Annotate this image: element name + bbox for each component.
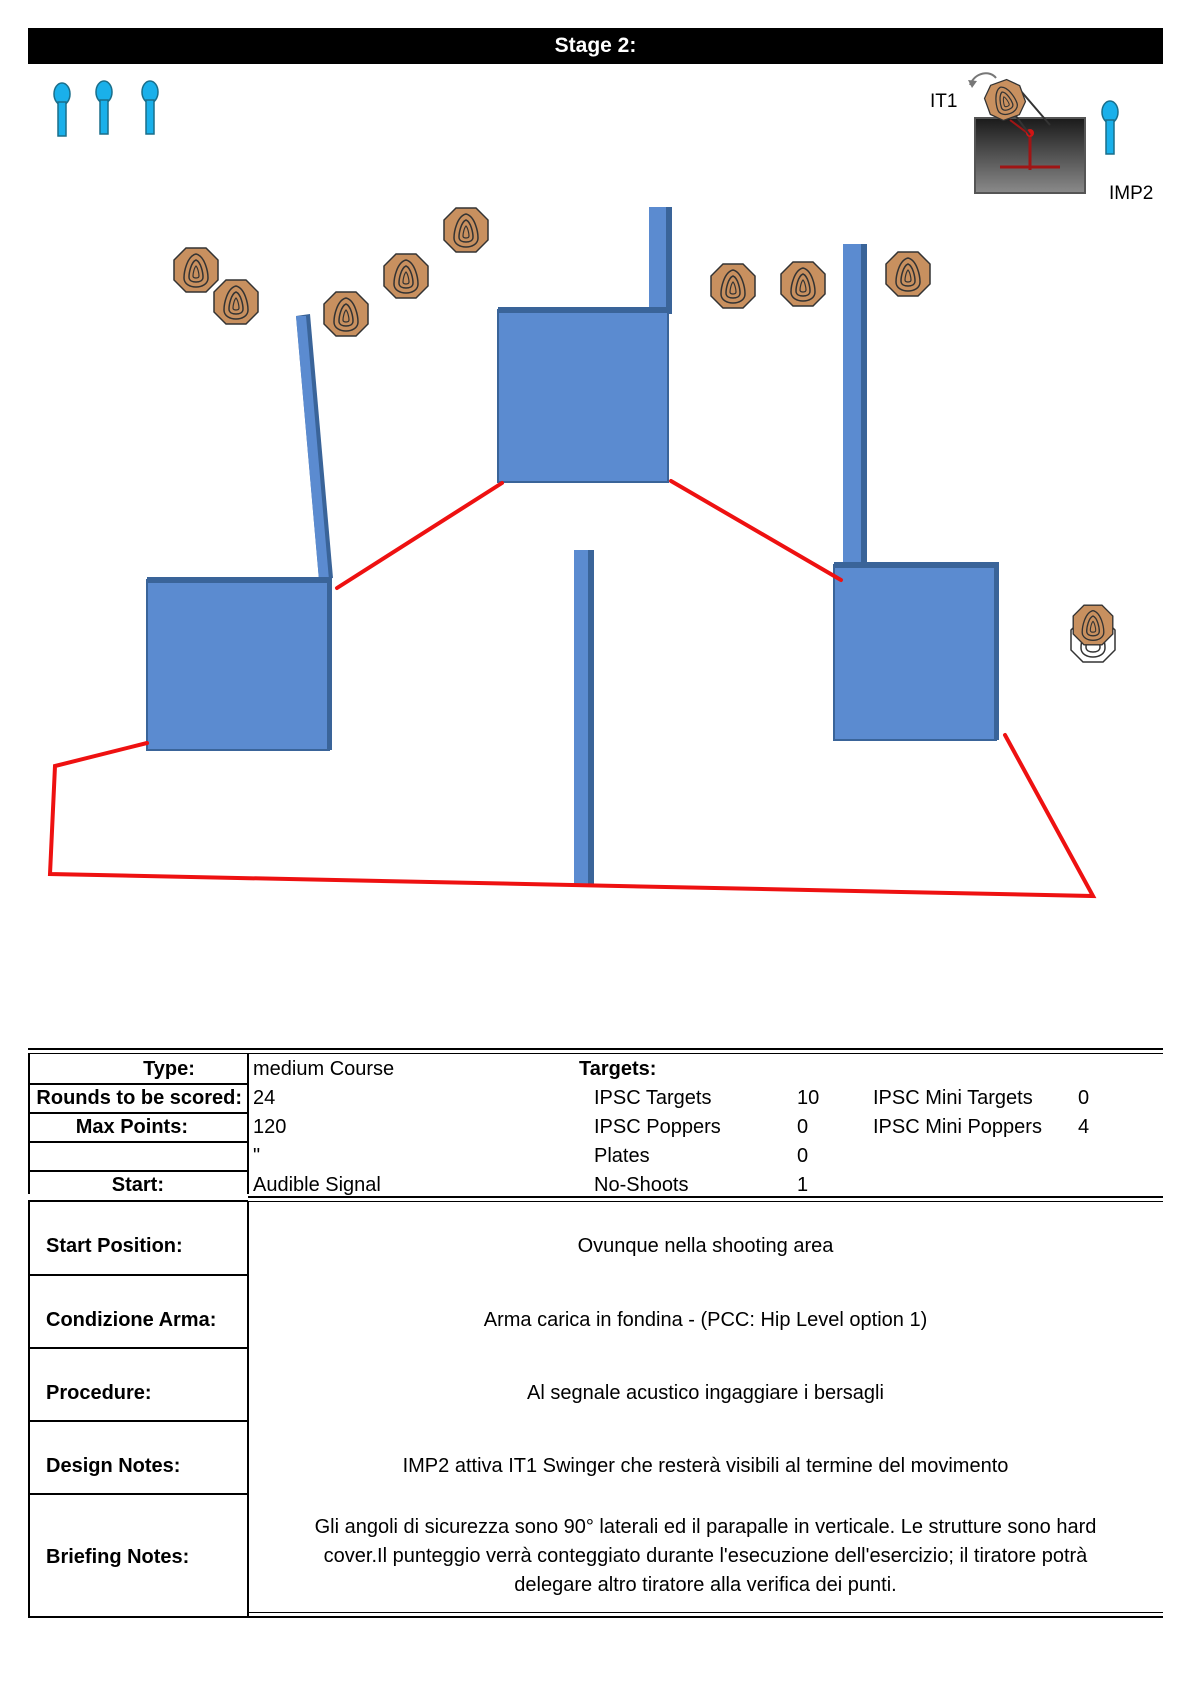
popper-icon [1101, 100, 1119, 155]
briefing-line: delegare altro tiratore alla verifica de… [514, 1574, 897, 1596]
target-icon [213, 279, 259, 325]
mini-target-name: IPSC Mini Poppers [873, 1116, 1042, 1138]
target-icon [173, 247, 219, 293]
max-points-value: 120 [253, 1116, 287, 1138]
stage-title: Stage 2: [28, 28, 1163, 64]
target-type-name: No-Shoots [594, 1174, 689, 1196]
start-label: Start: [111, 1174, 164, 1196]
swinger-icon [968, 72, 1086, 194]
target-type-name: Plates [594, 1145, 650, 1167]
wall [574, 550, 594, 886]
start-value: Audible Signal [253, 1174, 381, 1196]
stage-diagram [47, 72, 1119, 899]
target-type-count: 1 [797, 1174, 809, 1196]
type-value: medium Course [253, 1058, 395, 1080]
fault-line [47, 479, 1097, 899]
wall [296, 314, 333, 580]
it1-label: IT1 [930, 91, 958, 112]
section-label: Start Position: [46, 1235, 183, 1257]
imp2-label: IMP2 [1109, 183, 1154, 204]
target-icon [885, 251, 931, 297]
target-icon [323, 291, 369, 337]
stage-info-table: Type: medium Course Targets: Rounds to b… [28, 1048, 1163, 1618]
popper-icon [53, 82, 71, 137]
wall [497, 207, 672, 483]
target-icon [710, 263, 756, 309]
targets-header: Targets: [579, 1058, 657, 1080]
target-type-count: 0 [797, 1145, 809, 1167]
target-type-name: IPSC Poppers [594, 1116, 721, 1138]
briefing-line: cover.Il punteggio verrà conteggiato dur… [323, 1545, 1088, 1567]
section-label: Procedure: [46, 1382, 152, 1404]
max-points-label: Max Points: [75, 1116, 188, 1138]
target-type-count: 10 [797, 1087, 820, 1109]
rounds-value: 24 [253, 1087, 276, 1109]
blank-value: " [253, 1145, 261, 1167]
target-icon [383, 253, 429, 299]
target-icon [1072, 604, 1114, 646]
section-text: Arma carica in fondina - (PCC: Hip Level… [483, 1309, 928, 1331]
section-label: Design Notes: [46, 1455, 181, 1477]
popper-icon [141, 80, 159, 135]
rounds-label: Rounds to be scored: [36, 1087, 242, 1109]
wall [833, 244, 999, 741]
target-type-name: IPSC Targets [594, 1087, 712, 1109]
section-text: Ovunque nella shooting area [577, 1235, 834, 1257]
mini-target-name: IPSC Mini Targets [873, 1087, 1033, 1109]
type-label: Type: [143, 1058, 195, 1080]
mini-target-count: 0 [1078, 1087, 1090, 1109]
mini-target-count: 4 [1078, 1116, 1090, 1138]
target-type-count: 0 [797, 1116, 809, 1138]
wall [146, 577, 332, 751]
section-label: Condizione Arma: [46, 1309, 217, 1331]
target-icon [780, 261, 826, 307]
popper-icon [95, 80, 113, 135]
section-text: Al segnale acustico ingaggiare i bersagl… [527, 1382, 884, 1404]
target-icon [443, 207, 489, 253]
section-label: Briefing Notes: [46, 1546, 190, 1568]
briefing-line: Gli angoli di sicurezza sono 90° lateral… [314, 1516, 1097, 1538]
section-text: IMP2 attiva IT1 Swinger che resterà visi… [402, 1455, 1009, 1477]
